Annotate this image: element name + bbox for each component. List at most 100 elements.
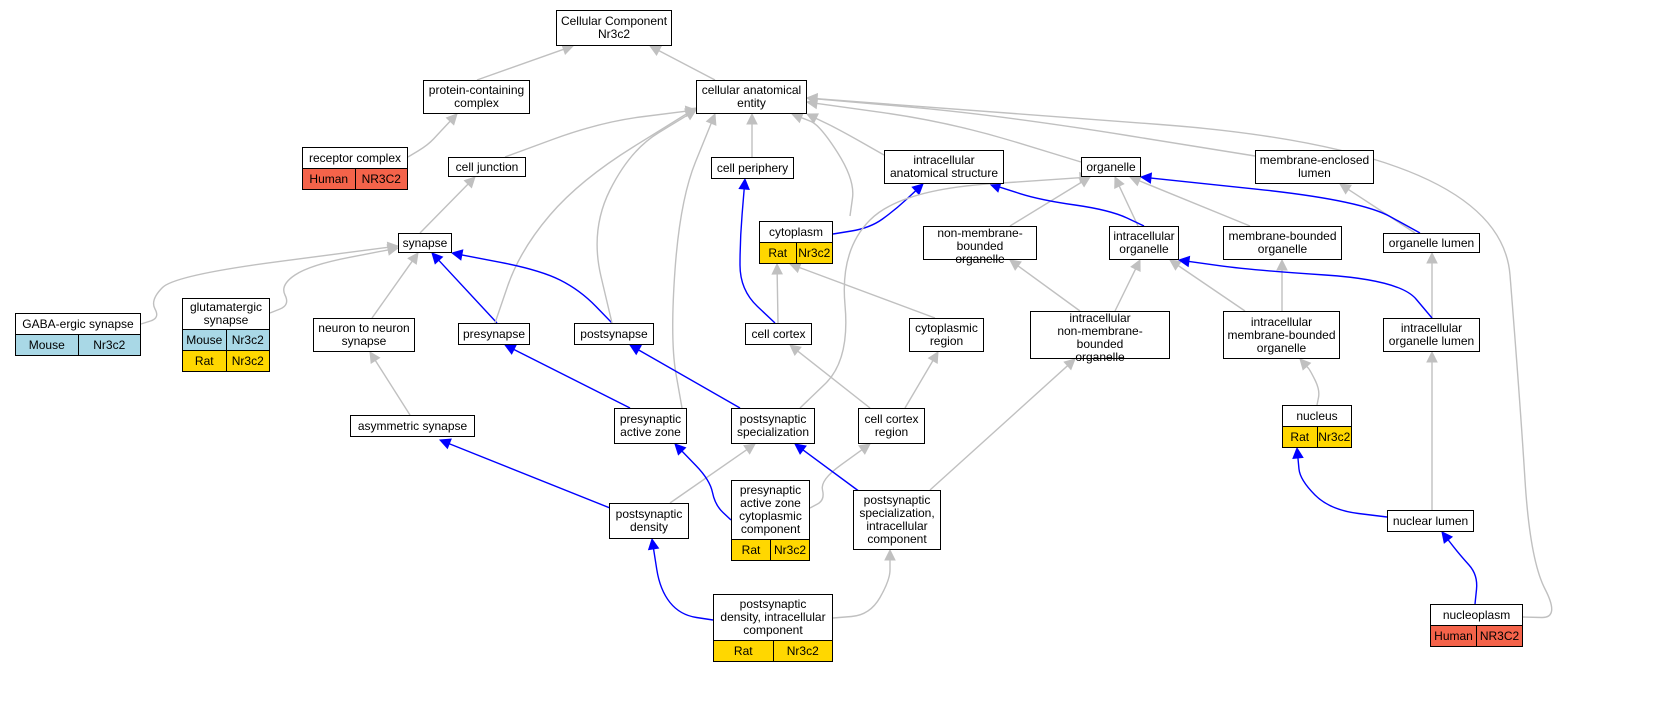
term-node-psd[interactable]: postsynaptic density <box>609 503 689 539</box>
gene-cell: Nr3c2 <box>770 540 809 560</box>
term-label: nucleus <box>1296 408 1338 423</box>
term-label: cytoplasm <box>768 224 824 239</box>
arrowhead-post-to-cae <box>684 109 697 121</box>
term-node-mel[interactable]: membrane-enclosed lumen <box>1255 150 1374 184</box>
term-node-syn[interactable]: synapse <box>398 233 452 253</box>
edge-is-a-cae-to-cc <box>658 50 716 81</box>
term-label: cell periphery <box>716 160 789 175</box>
term-node-cc[interactable]: Cellular Component Nr3c2 <box>556 10 672 46</box>
arrowhead-pazcc-to-ccr <box>858 443 871 455</box>
arrowhead-np-to-nl <box>1441 531 1454 544</box>
edge-is-a-org-to-cae <box>816 102 1082 163</box>
term-node-nns[interactable]: neuron to neuron synapse <box>313 318 415 352</box>
edge-is-a-pssic-to-inmbo <box>929 365 1069 491</box>
term-node-ccr[interactable]: cell cortex region <box>858 408 925 444</box>
edge-is-a-nuc-to-imbo <box>1306 365 1320 406</box>
edge-is-a-syn-to-cj <box>419 183 469 234</box>
term-node-io[interactable]: intracellular organelle <box>1109 226 1179 260</box>
gene-cell: Nr3c2 <box>795 243 832 263</box>
edge-is-a-rc-to-pcc <box>407 120 451 158</box>
arrowhead-cr-to-cyt <box>788 262 802 274</box>
term-node-imbo[interactable]: intracellular membrane-bounded organelle <box>1223 311 1340 359</box>
term-label: membrane-bounded organelle <box>1228 229 1337 256</box>
term-label: GABA-ergic synapse <box>22 316 134 331</box>
term-node-psdic[interactable]: postsynaptic density, intracellular comp… <box>713 594 833 662</box>
term-label: intracellular anatomical structure <box>889 153 999 180</box>
edge-is-a-inmbo-to-io <box>1114 268 1137 312</box>
edge-is-a-cr-to-cyt <box>799 266 936 319</box>
gene-cell: Nr3c2 <box>772 641 832 661</box>
term-node-pss[interactable]: postsynaptic specialization <box>731 408 815 444</box>
edge-is-a-glu-to-syn <box>269 249 389 314</box>
arrowhead-psd-to-pss <box>743 443 756 455</box>
arrowhead-post-to-syn <box>450 249 464 261</box>
term-node-ol[interactable]: organelle lumen <box>1383 233 1480 253</box>
edge-is-a-ias-to-cae <box>815 117 885 156</box>
edge-is-a-imbo-to-io <box>1177 265 1246 312</box>
term-label: nuclear lumen <box>1392 513 1469 528</box>
edge-part-of-pre-to-syn <box>438 259 498 324</box>
term-node-nmbo[interactable]: non-membrane-bounded organelle <box>923 226 1037 266</box>
edge-is-a-cco-to-cyt <box>776 273 779 324</box>
edge-is-a-gaba-to-syn <box>140 246 389 325</box>
term-node-asyn[interactable]: asymmetric synapse <box>350 415 475 437</box>
edge-is-a-post-to-cae <box>596 114 688 324</box>
arrowhead-asyn-to-nns <box>369 351 381 364</box>
term-label: Cellular Component Nr3c2 <box>560 14 668 41</box>
term-label: intracellular organelle lumen <box>1388 321 1475 348</box>
arrowhead-inmbo-to-nmbo <box>1009 259 1022 271</box>
arrowhead-iol-to-ol <box>1426 251 1438 264</box>
term-node-pssic[interactable]: postsynaptic specialization, intracellul… <box>853 490 941 550</box>
term-node-cae[interactable]: cellular anatomical entity <box>696 80 807 114</box>
edge-part-of-cyt-to-ias <box>832 190 917 235</box>
term-node-mbo[interactable]: membrane-bounded organelle <box>1223 226 1342 260</box>
edge-is-a-mbo-to-org <box>1138 180 1251 227</box>
term-node-cco[interactable]: cell cortex <box>745 323 812 345</box>
edge-part-of-pssic-to-pss <box>802 449 861 493</box>
term-node-paz[interactable]: presynaptic active zone <box>614 408 687 444</box>
edge-is-a-nns-to-syn <box>371 260 413 319</box>
term-node-cp[interactable]: cell periphery <box>711 157 794 179</box>
arrowhead-pssic-to-pss <box>794 443 807 455</box>
term-node-nl[interactable]: nuclear lumen <box>1387 510 1474 532</box>
term-label: postsynaptic specialization, intracellul… <box>859 493 935 546</box>
term-node-post[interactable]: postsynapse <box>574 323 654 345</box>
term-node-pazcc[interactable]: presynaptic active zone cytoplasmic comp… <box>731 480 810 561</box>
species-cell: Rat <box>760 243 796 263</box>
term-label: cell cortex <box>751 326 806 341</box>
edge-is-a-nmbo-to-org <box>1009 181 1082 227</box>
species-cell: Mouse <box>16 335 78 355</box>
edge-is-a-cyt-to-cae <box>801 117 854 217</box>
term-node-ias[interactable]: intracellular anatomical structure <box>884 150 1004 184</box>
term-label: postsynaptic density, intracellular comp… <box>720 597 826 637</box>
edge-is-a-asyn-to-nns <box>374 360 411 416</box>
term-node-iol[interactable]: intracellular organelle lumen <box>1383 318 1480 352</box>
arrowhead-syn-to-cj <box>463 176 476 189</box>
term-node-org[interactable]: organelle <box>1081 157 1141 177</box>
term-node-pcc[interactable]: protein-containing complex <box>423 80 530 114</box>
term-label: presynapse <box>462 326 526 341</box>
edge-part-of-cco-to-cp <box>739 188 776 324</box>
term-node-cj[interactable]: cell junction <box>448 157 526 177</box>
arrowhead-iol-to-io <box>1177 255 1191 268</box>
arrowhead-rc-to-pcc <box>445 113 458 126</box>
term-label: membrane-enclosed lumen <box>1259 153 1370 180</box>
arrowhead-psdic-to-pssic <box>884 548 896 561</box>
term-node-cr[interactable]: cytoplasmic region <box>909 318 984 352</box>
term-node-inmbo[interactable]: intracellular non-membrane-bounded organ… <box>1030 311 1170 364</box>
edge-is-a-pre-to-cae <box>494 112 688 324</box>
term-node-pre[interactable]: presynapse <box>458 323 530 345</box>
edge-is-a-ccr-to-cr <box>904 360 934 409</box>
